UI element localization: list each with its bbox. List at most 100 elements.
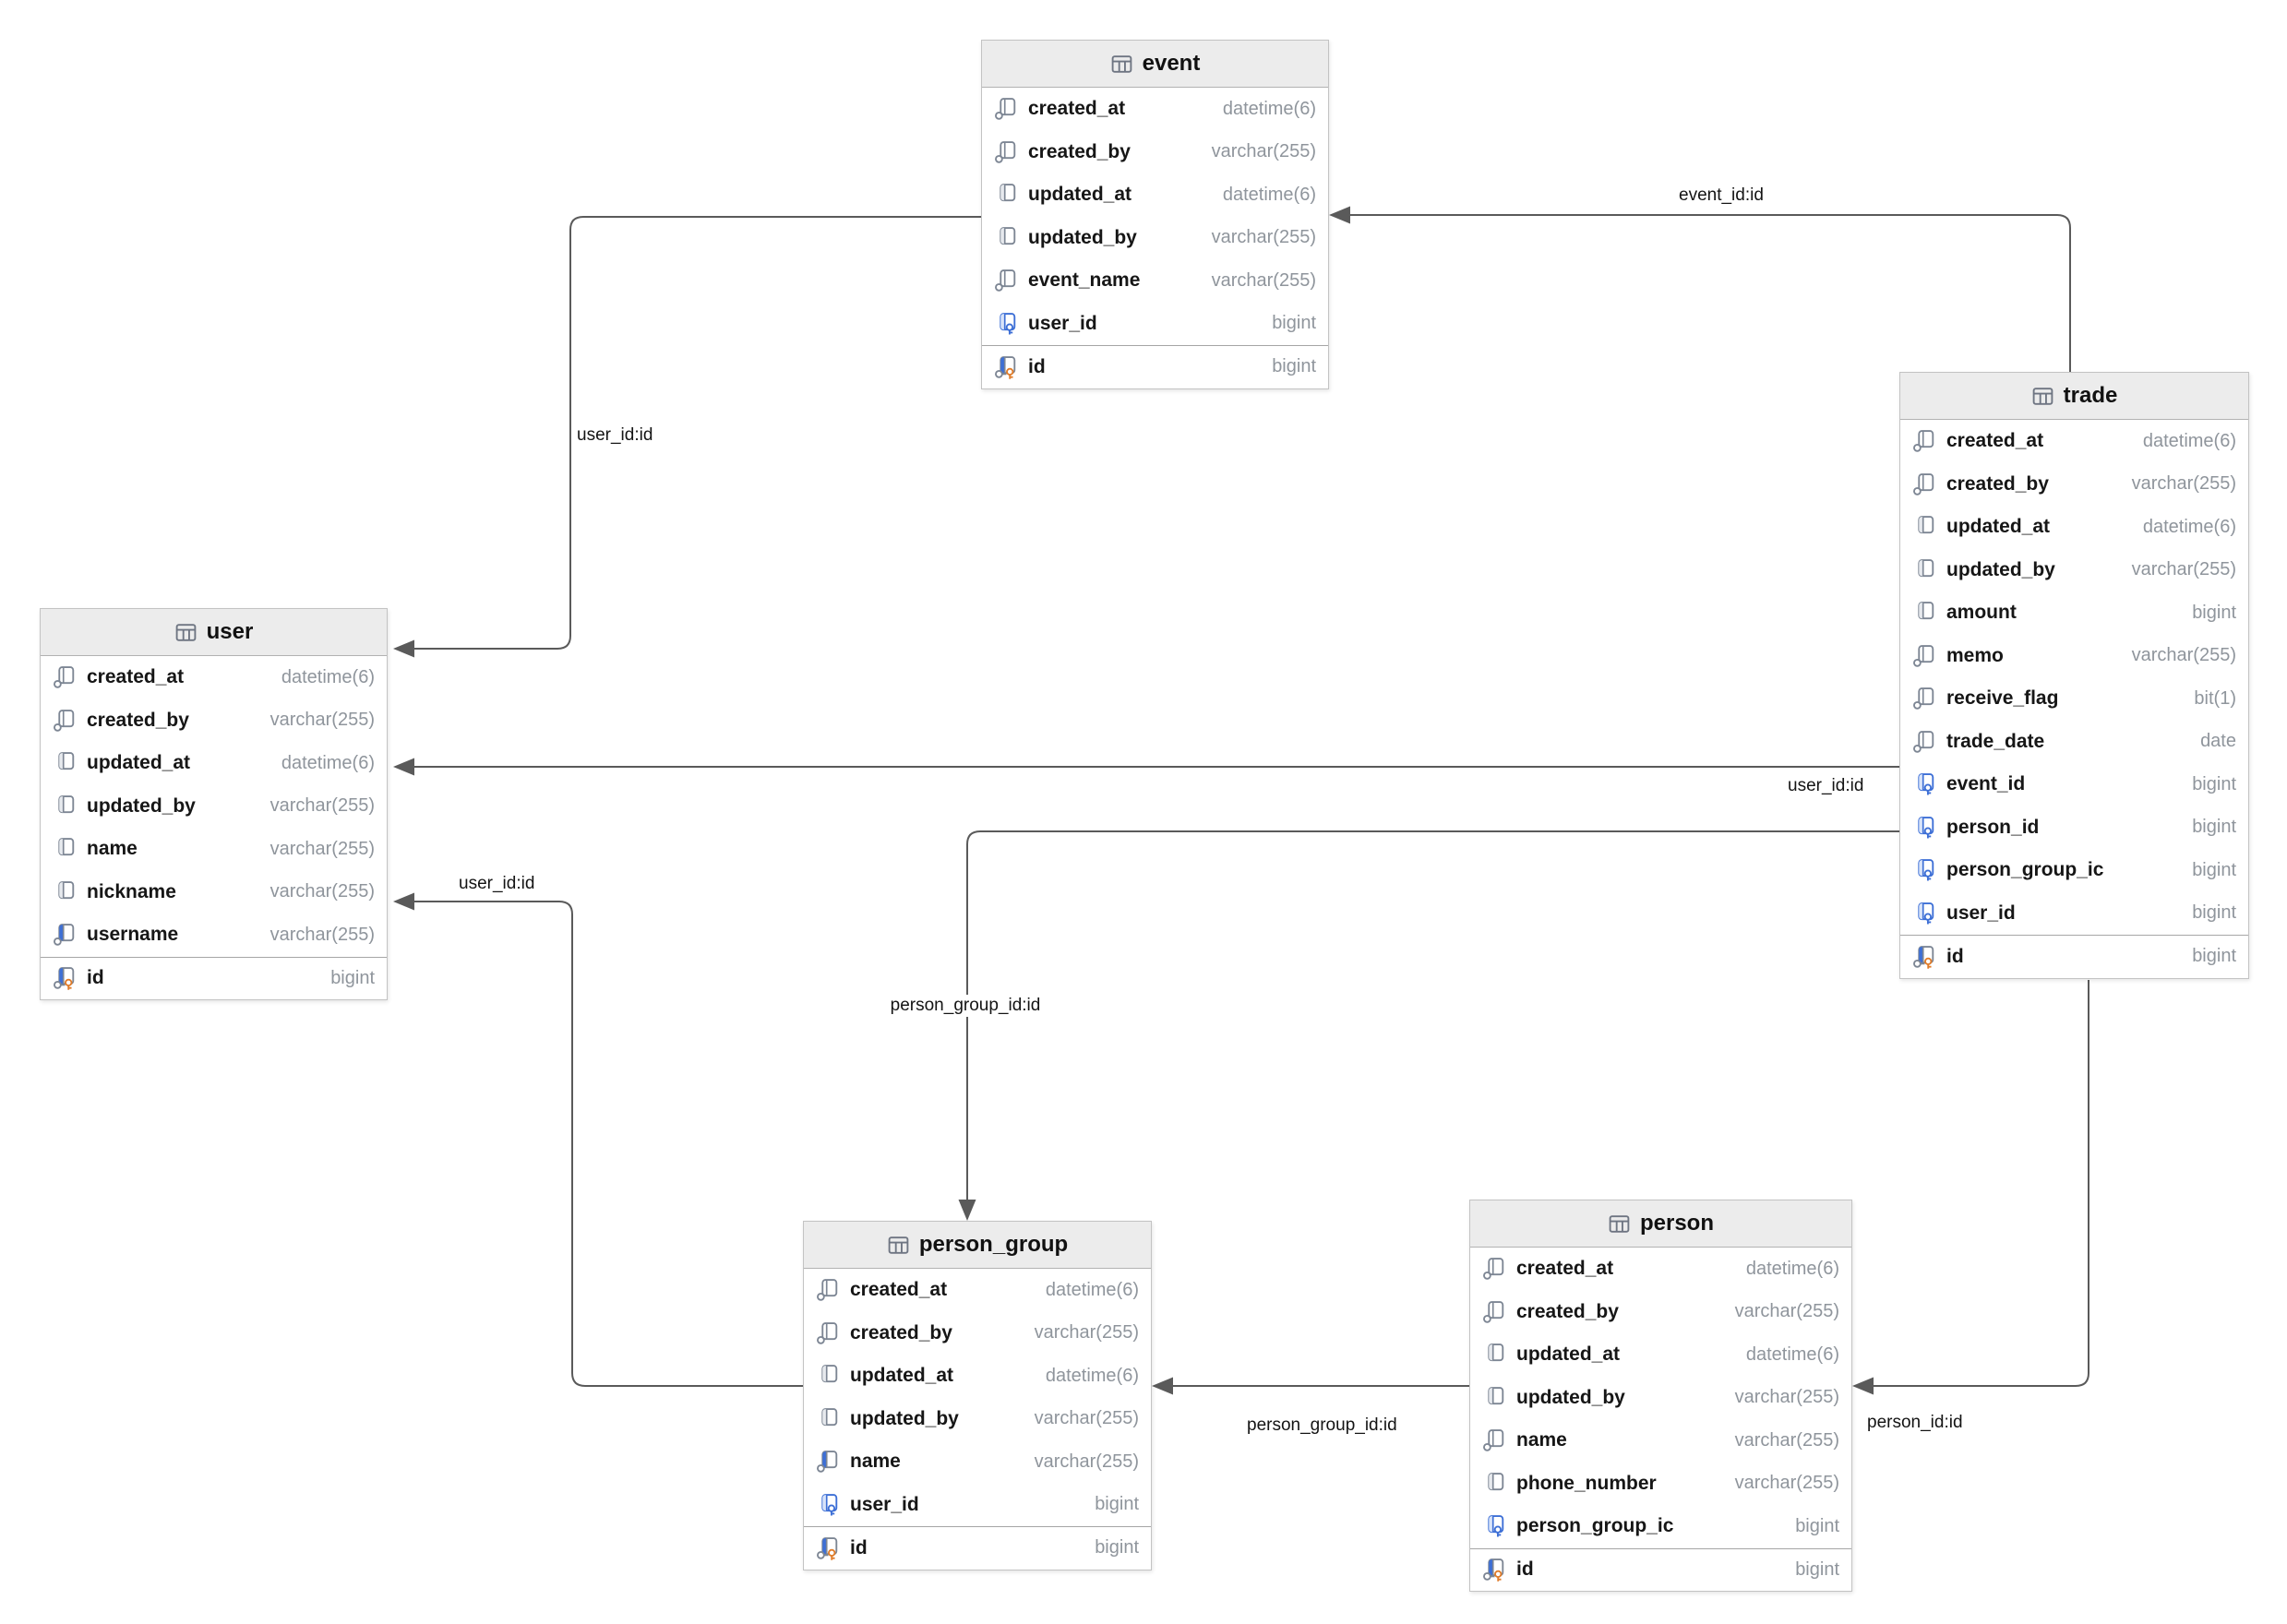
arrowhead-icon: [393, 639, 414, 658]
table-icon: [1609, 1214, 1630, 1233]
table-header[interactable]: event: [982, 41, 1328, 88]
edge-label: person_id:id: [1864, 1412, 1966, 1434]
column-row[interactable]: id bigint: [1470, 1547, 1851, 1591]
table-header[interactable]: trade: [1900, 373, 2248, 420]
column-type: datetime(6): [2142, 516, 2236, 537]
foreign-key-icon: [821, 1493, 838, 1516]
column-type: varchar(255): [1034, 1322, 1139, 1343]
column-type: bigint: [1795, 1515, 1839, 1536]
column-type: varchar(255): [269, 924, 375, 945]
column-row[interactable]: updated_at datetime(6): [982, 173, 1328, 217]
column-nullable-icon: [1483, 1300, 1504, 1323]
column-name: updated_by: [1516, 1386, 1625, 1408]
relationship-edge: [1152, 1377, 1469, 1395]
column-name: id: [1516, 1558, 1534, 1581]
column-name: id: [850, 1536, 868, 1558]
column-name: username: [87, 924, 179, 946]
column-nullable-icon: [54, 709, 75, 732]
column-name: user_id: [1946, 902, 2016, 924]
relationship-edge: [393, 758, 1899, 776]
column-nullable-icon: [817, 1279, 838, 1301]
column-type: datetime(6): [1745, 1258, 1839, 1279]
table-header[interactable]: person_group: [804, 1222, 1151, 1269]
column-type: bigint: [1795, 1558, 1839, 1580]
column-name: updated_at: [850, 1365, 954, 1387]
column-nullable-icon: [817, 1321, 838, 1344]
column-nullable-icon: [1913, 687, 1934, 710]
column-type: varchar(255): [2131, 473, 2236, 495]
edge-label: person_group_id:id: [1244, 1415, 1400, 1437]
column-type: bigint: [1095, 1494, 1139, 1515]
edge-label: user_id:id: [574, 424, 656, 447]
primary-key-icon: [1913, 945, 1934, 969]
arrowhead-icon: [393, 758, 414, 776]
column-type: bigint: [2192, 602, 2236, 623]
column-type: varchar(255): [1211, 269, 1316, 291]
edge-label: user_id:id: [1785, 775, 1867, 797]
column-type: bit(1): [2194, 687, 2236, 709]
table-name: person: [1639, 1211, 1714, 1236]
column-type: varchar(255): [269, 838, 375, 859]
column-type: datetime(6): [1222, 184, 1316, 205]
table-header[interactable]: person: [1470, 1200, 1851, 1248]
column-name: updated_at: [87, 752, 191, 774]
table-header[interactable]: user: [41, 609, 387, 656]
column-row[interactable]: created_at datetime(6): [1470, 1248, 1851, 1291]
table-icon: [175, 623, 196, 641]
column-row[interactable]: name varchar(255): [41, 828, 387, 871]
column-notnull-icon: [58, 880, 75, 899]
column-row[interactable]: username varchar(255): [41, 914, 387, 957]
column-type: bigint: [2192, 946, 2236, 967]
column-name: event_id: [1946, 773, 2026, 795]
column-name: updated_at: [1028, 184, 1132, 206]
column-name: created_at: [87, 666, 185, 688]
column-name: name: [87, 838, 138, 860]
column-name: created_at: [1516, 1258, 1614, 1280]
table-name: event: [1142, 51, 1201, 76]
column-type: varchar(255): [1211, 227, 1316, 248]
